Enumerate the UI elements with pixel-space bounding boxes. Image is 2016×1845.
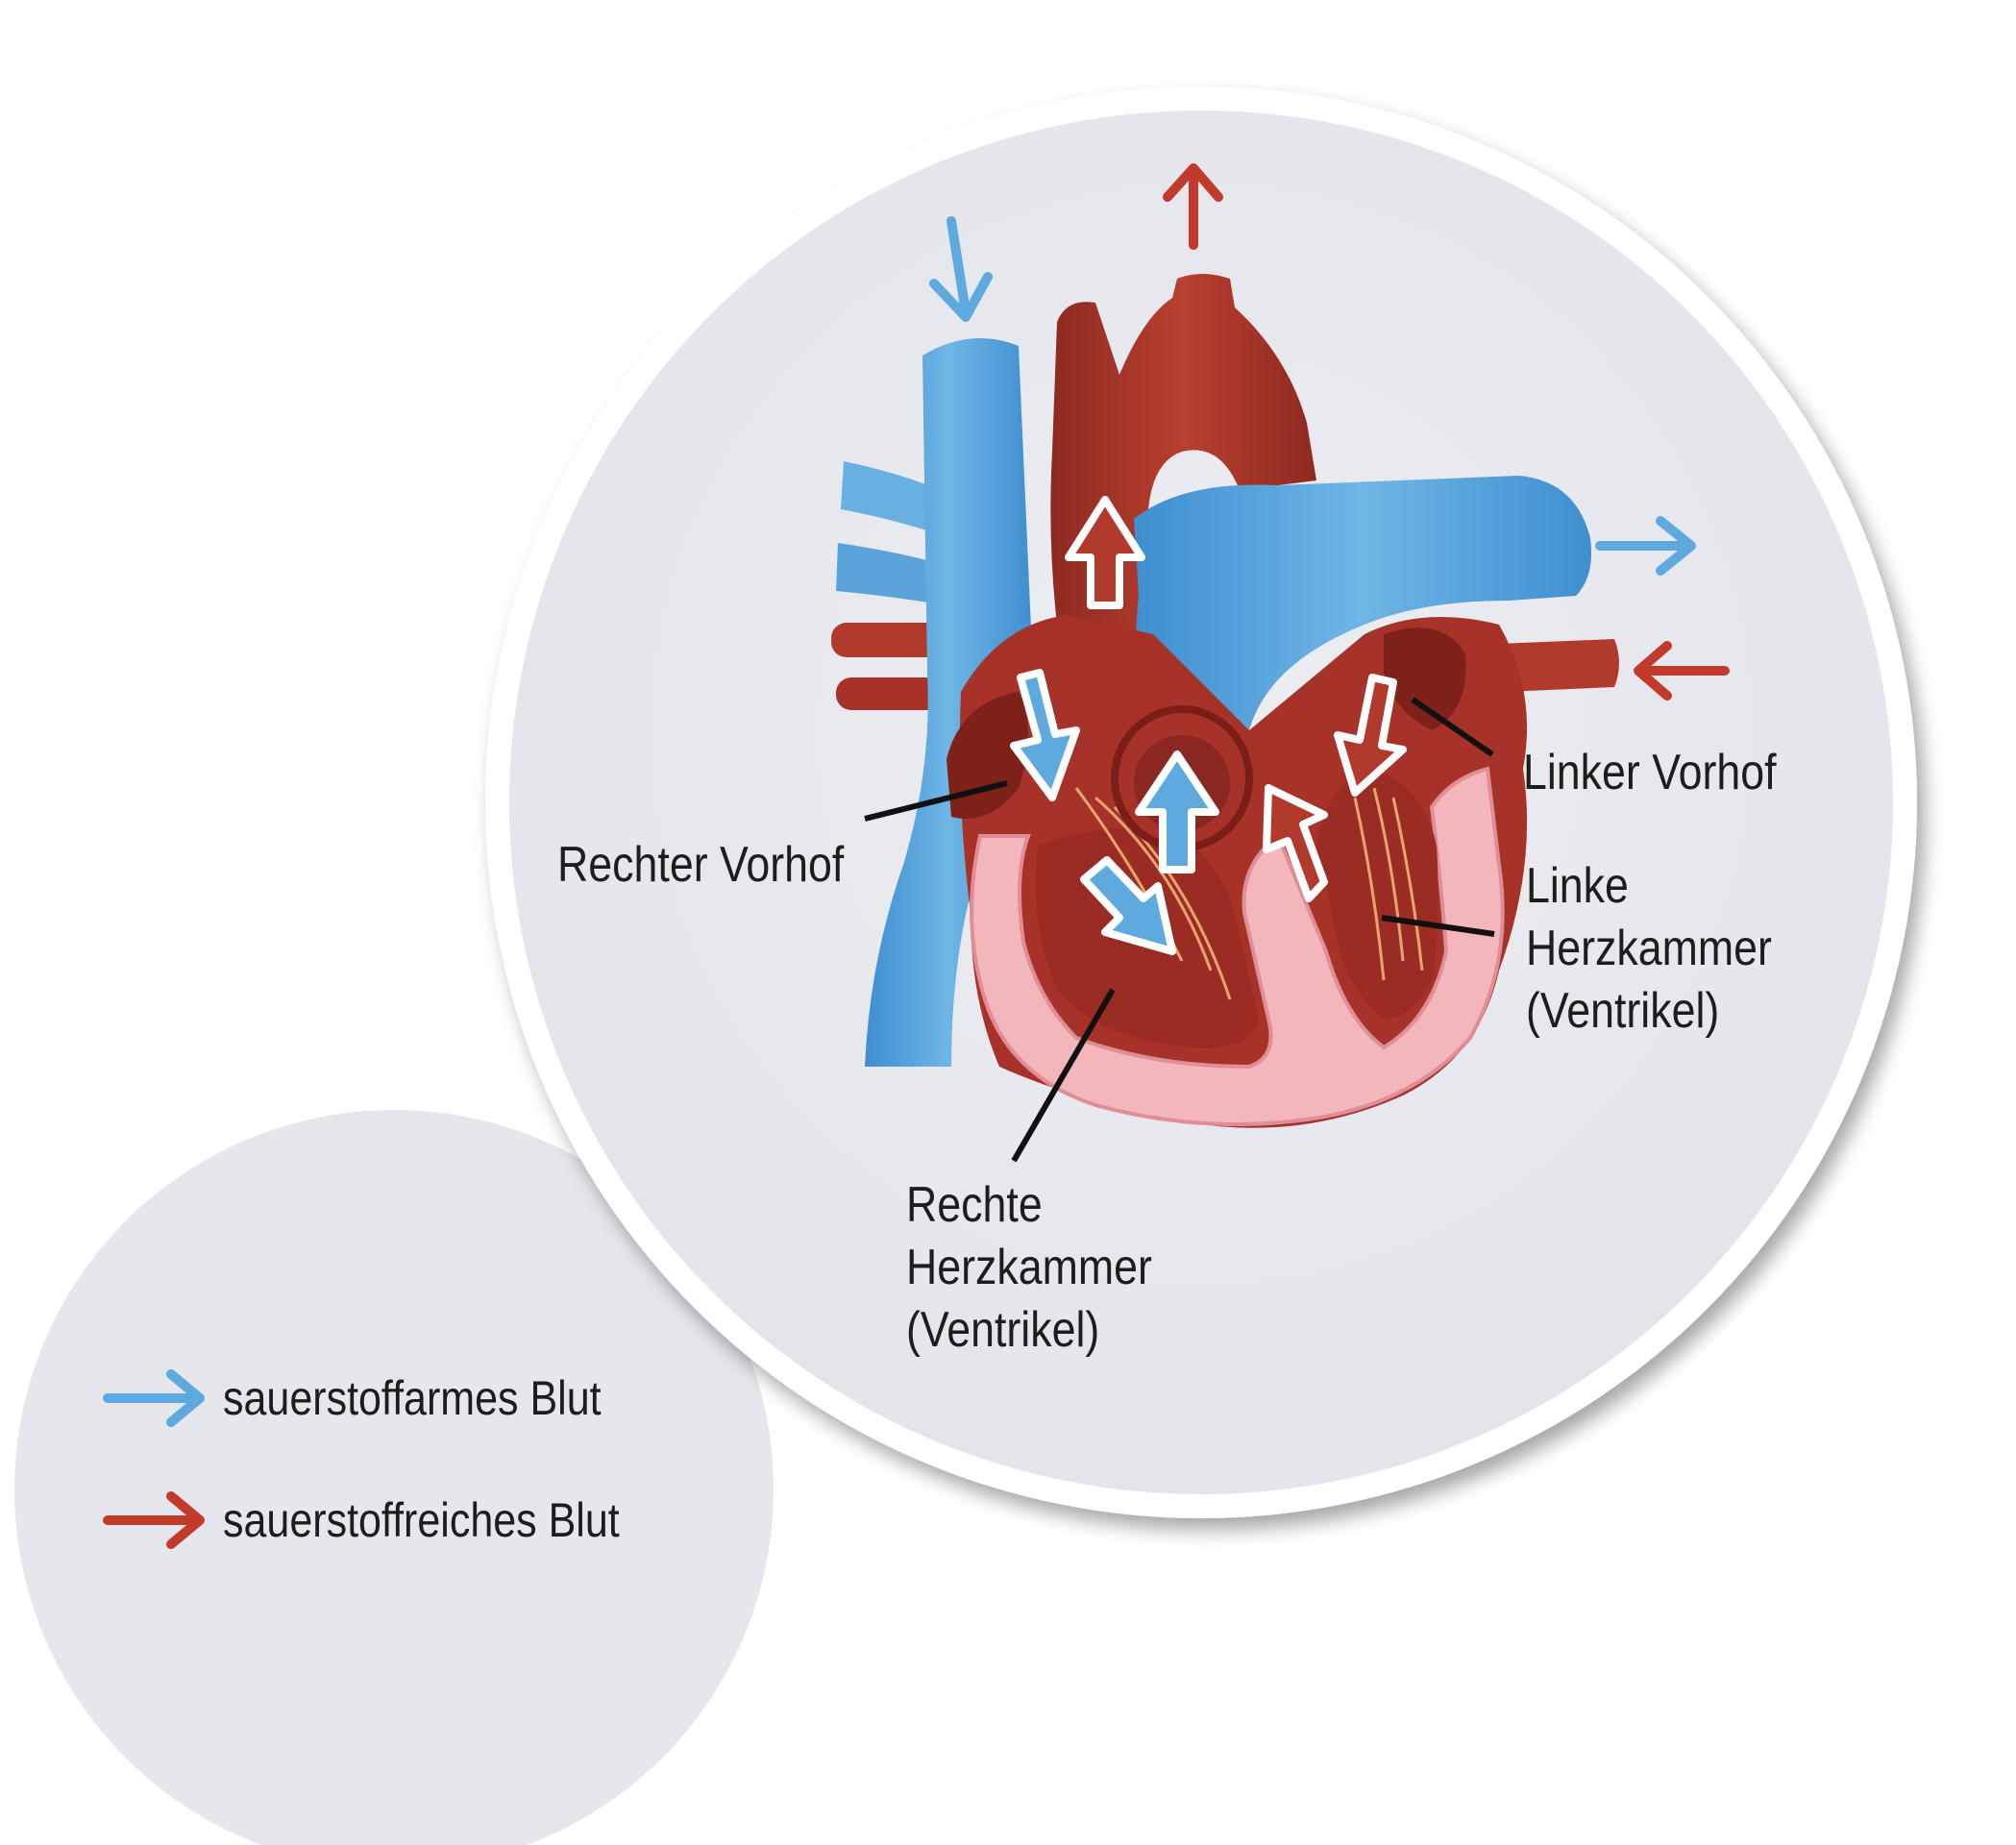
- label-linke-herzkammer-line1: Linke: [1526, 858, 1629, 914]
- arrow-up-icon: [1163, 163, 1223, 250]
- label-rechte-herzkammer-line1: Rechte: [906, 1177, 1043, 1233]
- arrow-right-icon: [1595, 516, 1696, 576]
- label-linker-vorhof: Linker Vorhof: [1523, 745, 1777, 800]
- label-linke-herzkammer-line2: Herzkammer: [1526, 921, 1772, 976]
- label-rechte-herzkammer-line2: Herzkammer: [906, 1240, 1152, 1295]
- label-rechter-vorhof: Rechter Vorhof: [557, 837, 845, 893]
- legend-item-oxygenated: sauerstoffreiches Blut: [223, 1493, 620, 1547]
- flow-arrows: [929, 163, 1730, 955]
- arrow-left-atrium-icon: [1334, 674, 1407, 797]
- legend-circle: [14, 1110, 774, 1845]
- label-linke-herzkammer-line3: (Ventrikel): [1526, 983, 1720, 1039]
- arrow-pulmonary-icon: [1135, 750, 1219, 873]
- label-rechte-herzkammer-line3: (Ventrikel): [906, 1302, 1100, 1358]
- legend-arrow-deoxygenated-icon: [103, 1369, 205, 1427]
- arrow-aorta-icon: [1065, 496, 1145, 609]
- arrow-down-icon: [929, 216, 993, 322]
- legend-arrow-oxygenated-icon: [103, 1491, 205, 1549]
- arrow-left-icon: [1634, 641, 1730, 701]
- arrow-left-ventricle-icon: [1263, 784, 1328, 902]
- arrow-right-ventricle-icon: [1080, 856, 1176, 955]
- leader-lines: [864, 697, 1495, 1163]
- legend-item-deoxygenated: sauerstoffarmes Blut: [223, 1371, 602, 1425]
- arrow-right-atrium-icon: [1010, 669, 1080, 801]
